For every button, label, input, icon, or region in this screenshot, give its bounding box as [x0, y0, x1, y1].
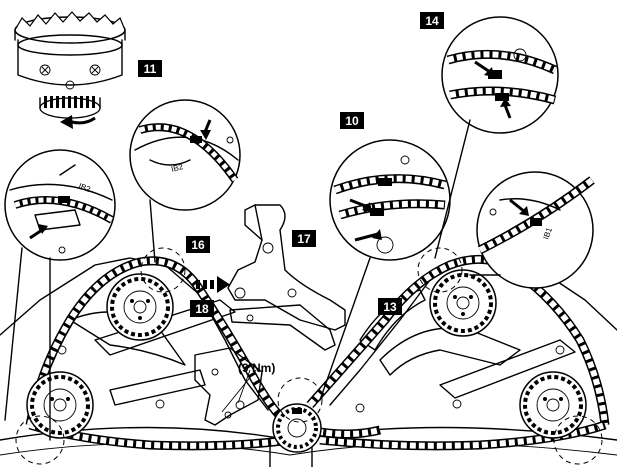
callout-11: 11 [138, 60, 162, 77]
callout-16: 16 [186, 236, 210, 253]
inset-mark-left-lower: IB2 [77, 181, 92, 194]
callout-17-label: 17 [297, 232, 311, 246]
inset-mark-right: IB1 [541, 226, 554, 241]
callout-10: 10 [340, 112, 364, 129]
callout-17: 17 [292, 230, 316, 247]
callout-13-label: 13 [383, 300, 397, 314]
tensioner-bracket [194, 347, 263, 426]
sprocket-left-lower [26, 371, 94, 439]
callout-14: 14 [420, 12, 444, 29]
callout-18: 18 [190, 300, 214, 317]
callout-16-label: 16 [191, 238, 205, 252]
sprocket-crankshaft [272, 403, 322, 453]
highlight-circle-right-lower [553, 415, 603, 465]
highlight-circle-right-upper [417, 247, 463, 293]
sprocket-right-upper [429, 269, 497, 337]
tensioner-tool [227, 204, 346, 351]
callout-11-label: 11 [144, 62, 157, 76]
timing-chain-right [306, 254, 610, 451]
inset-mark-left-upper: IB2 [170, 162, 184, 174]
inset-left-upper: IB2 [129, 99, 241, 263]
sprocket-right-lower [519, 371, 587, 439]
sprocket-left-upper [106, 273, 174, 341]
callout-13: 13 [378, 298, 402, 315]
approach-arrow [196, 276, 230, 293]
inset-center [319, 139, 451, 401]
torque-label: (9 Nm) [238, 361, 275, 375]
inset-top-right [434, 16, 559, 259]
inset-left-lower: IB2 [4, 149, 116, 441]
inset-right: IB1 [469, 171, 595, 289]
highlight-circle-crank [277, 377, 323, 423]
highlight-circle-left-upper [140, 247, 186, 293]
callout-14-label: 14 [425, 14, 439, 28]
callout-10-label: 10 [345, 114, 359, 128]
callout-18-label: 18 [195, 302, 209, 316]
vanos-adjuster [14, 11, 126, 129]
highlight-circle-left-lower [15, 415, 65, 465]
